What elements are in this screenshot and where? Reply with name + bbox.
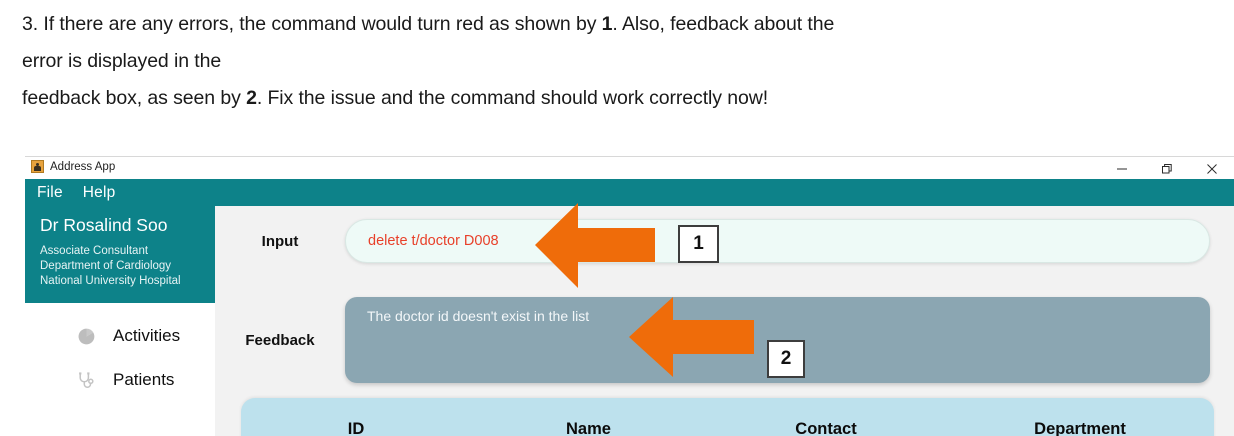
- command-input-value: delete t/doctor D008: [368, 233, 499, 249]
- address-app-window: Address App File Help: [25, 156, 1234, 436]
- instruction-line3-part2: . Fix the issue and the command should w…: [256, 87, 769, 109]
- instruction-line1-part2: . Also, feedback about the: [612, 13, 835, 35]
- input-label: Input: [261, 232, 299, 250]
- window-controls: [1099, 157, 1234, 180]
- restore-icon[interactable]: [1144, 157, 1189, 180]
- table-column-id: ID: [347, 420, 365, 436]
- instruction-line3-part1: feedback box, as seen by: [22, 87, 247, 109]
- sidebar-item-patients[interactable]: Patients: [25, 358, 215, 402]
- close-icon[interactable]: [1189, 157, 1234, 180]
- menu-bar: File Help: [25, 179, 1234, 206]
- window-titlebar: Address App: [25, 156, 1234, 180]
- profile-name: Dr Rosalind Soo: [40, 215, 168, 235]
- table-header-row: ID Name Contact Department: [241, 420, 1214, 436]
- menu-item-file[interactable]: File: [37, 183, 63, 201]
- sidebar-item-activities-label: Activities: [113, 326, 181, 345]
- profile-department: Department of Cardiology: [40, 260, 172, 272]
- profile-role: Associate Consultant: [40, 245, 149, 257]
- callout-badge-2: 2: [767, 340, 805, 378]
- table-column-department: Department: [1034, 420, 1126, 436]
- feedback-label: Feedback: [245, 331, 315, 349]
- instruction-line2: error is displayed in the: [22, 50, 222, 72]
- command-input[interactable]: delete t/doctor D008: [345, 219, 1210, 263]
- profile-hospital: National University Hospital: [40, 275, 181, 287]
- pie-chart-icon: [77, 327, 96, 346]
- menu-item-help[interactable]: Help: [82, 183, 116, 201]
- feedback-row: Feedback The doctor id doesn't exist in …: [215, 294, 1234, 386]
- app-person-icon: [31, 160, 44, 173]
- sidebar: Dr Rosalind Soo Associate Consultant Dep…: [25, 206, 215, 436]
- instruction-paragraph: 3. If there are any errors, the command …: [22, 6, 1212, 117]
- minimize-icon[interactable]: [1099, 157, 1144, 180]
- sidebar-item-activities[interactable]: Activities: [25, 314, 215, 358]
- callout-badge-1: 1: [678, 225, 719, 263]
- profile-details: Associate Consultant Department of Cardi…: [40, 244, 215, 289]
- table-column-name: Name: [566, 420, 611, 436]
- instruction-ref-2: 2: [246, 87, 257, 109]
- instruction-ref-1: 1: [601, 13, 613, 35]
- results-table: ID Name Contact Department: [241, 398, 1214, 436]
- main-panel: Input delete t/doctor D008 Feedback The …: [215, 206, 1234, 436]
- instruction-line1-part1: 3. If there are any errors, the command …: [22, 13, 602, 35]
- window-title: Address App: [50, 160, 116, 173]
- sidebar-item-patients-label: Patients: [113, 370, 175, 389]
- input-row: Input delete t/doctor D008: [215, 214, 1234, 268]
- feedback-message: The doctor id doesn't exist in the list: [367, 308, 590, 324]
- user-profile-panel: Dr Rosalind Soo Associate Consultant Dep…: [25, 206, 215, 303]
- titlebar-left-group: Address App: [31, 160, 115, 173]
- table-column-contact: Contact: [795, 420, 857, 436]
- sidebar-nav: Activities Patients: [25, 314, 215, 402]
- stethoscope-icon: [77, 371, 96, 390]
